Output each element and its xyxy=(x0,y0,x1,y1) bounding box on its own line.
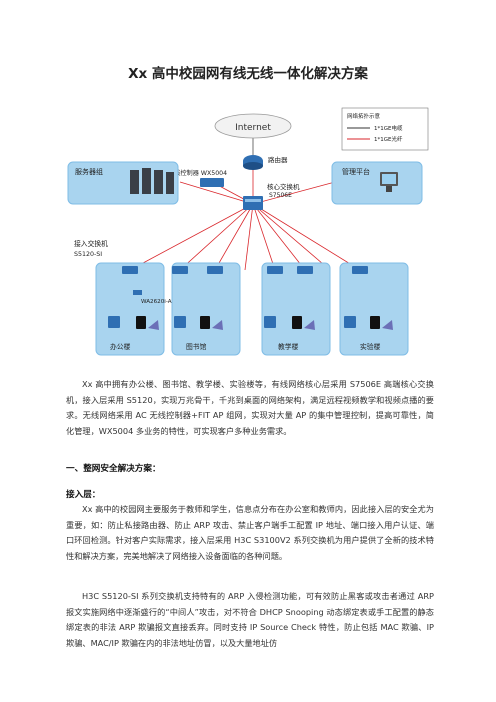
building-label-library: 图书馆 xyxy=(186,342,207,351)
router-label: 路由器 xyxy=(268,155,288,164)
access-text-1: Xx 高中的校园网主要服务于教师和学生，信息点分布在办公室和教师内，因此接入层的… xyxy=(66,504,434,561)
server-group-label: 服务器组 xyxy=(75,167,103,176)
wireless-controller-label: 无线控制器 WX5004 xyxy=(168,169,227,177)
ap-label: WA2620i-AGN xyxy=(141,299,180,305)
subheading-access-layer: 接入层： xyxy=(66,490,101,500)
building-panel-teaching: 教学楼 xyxy=(261,262,331,356)
intro-text: Xx 高中拥有办公楼、图书馆、教学楼、实验楼等，有线网络核心层采用 S7506E… xyxy=(66,379,434,436)
page-title: Xx 高中校园网有线无线一体化解决方案 xyxy=(128,66,368,82)
access-switch-label-2: S5120-SI xyxy=(74,251,102,258)
core-switch-icon: 核心交换机 S7506E xyxy=(243,182,300,210)
section-heading-security: 一、整网安全解决方案： xyxy=(66,464,161,474)
intro-paragraph: Xx 高中拥有办公楼、图书馆、教学楼、实验楼等，有线网络核心层采用 S7506E… xyxy=(66,377,434,439)
building-label-lab: 实验楼 xyxy=(360,342,381,351)
internet-cloud: Internet xyxy=(214,113,292,139)
server-group-panel: 服务器组 xyxy=(67,161,179,205)
network-topology-diagram: Internet 路由器 无线控制器 WX5004 核心交换机 S7506E 服… xyxy=(67,107,429,356)
core-switch-label-2: S7506E xyxy=(269,192,292,199)
router-icon: 路由器 xyxy=(243,155,288,170)
building-panel-lab: 实验楼 xyxy=(339,262,409,356)
legend-title: 网络拓扑示意 xyxy=(347,112,381,120)
building-label-teaching: 教学楼 xyxy=(278,342,299,351)
core-switch-label-1: 核心交换机 xyxy=(267,182,300,191)
management-platform-label: 管理平台 xyxy=(342,167,370,176)
legend: 网络拓扑示意 1*1GE电缆 1*1GE光纤 xyxy=(341,107,429,151)
ap-icon xyxy=(133,290,142,295)
management-platform-panel: 管理平台 xyxy=(331,161,423,205)
building-label-office: 办公楼 xyxy=(110,342,131,351)
access-paragraph-2: H3C S5120-SI 系列交换机支持特有的 ARP 入侵检测功能，可有效防止… xyxy=(66,589,434,651)
building-panel-office: 办公楼 xyxy=(95,262,165,356)
access-switch-label-1: 接入交换机 xyxy=(74,239,108,248)
wireless-controller-icon: 无线控制器 WX5004 xyxy=(168,169,227,187)
building-panel-library: 图书馆 xyxy=(171,262,241,356)
internet-label: Internet xyxy=(235,123,271,133)
access-paragraph-1: Xx 高中的校园网主要服务于教师和学生，信息点分布在办公室和教师内，因此接入层的… xyxy=(66,502,434,564)
legend-item-copper: 1*1GE电缆 xyxy=(374,124,403,132)
access-text-2: H3C S5120-SI 系列交换机支持特有的 ARP 入侵检测功能，可有效防止… xyxy=(66,591,434,648)
legend-item-fiber: 1*1GE光纤 xyxy=(374,135,403,143)
